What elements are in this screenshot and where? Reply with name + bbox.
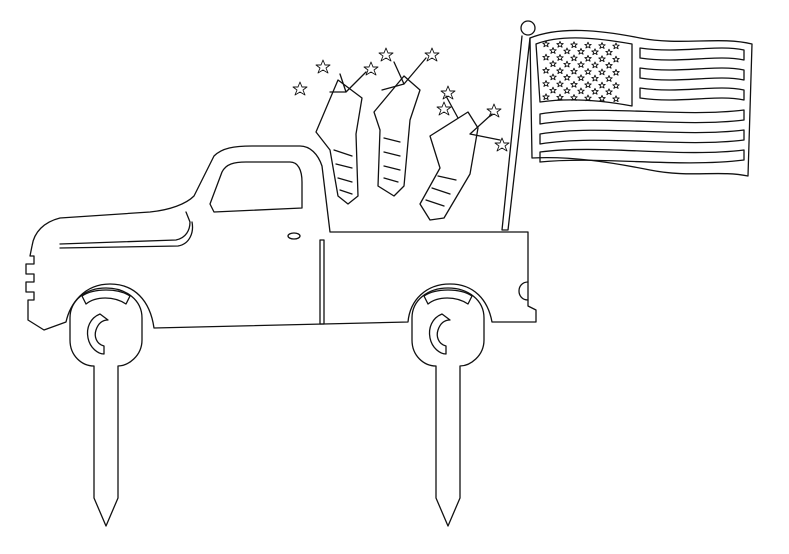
flag-star <box>584 94 592 102</box>
flag-star <box>577 61 585 68</box>
flag-star <box>605 61 613 69</box>
bed-divider-slot <box>319 239 325 325</box>
flag-star <box>542 93 550 101</box>
flag-star <box>612 55 620 63</box>
firework-rocket-right <box>419 95 501 221</box>
tail-light <box>518 281 529 301</box>
flag-star <box>598 68 606 76</box>
flag-star <box>556 80 564 88</box>
flag-star <box>563 87 571 94</box>
flag-star <box>591 74 599 82</box>
flag-star <box>549 73 557 81</box>
flag-star <box>598 94 606 102</box>
flag-star <box>598 81 606 89</box>
flag-star <box>598 42 606 49</box>
flag-star <box>612 68 620 76</box>
flag-star <box>605 48 613 56</box>
flag-star <box>577 74 585 82</box>
flag-star <box>584 54 592 62</box>
front-wheel-stake <box>69 287 143 527</box>
flag-star <box>549 47 557 54</box>
flag-star <box>570 80 578 88</box>
flag-pole <box>501 20 536 231</box>
flag-star <box>563 60 571 68</box>
flag-star <box>542 66 550 74</box>
firework-rocket-left <box>315 71 367 205</box>
flag-star <box>591 61 599 69</box>
flag-star <box>570 54 578 62</box>
american-flag <box>529 29 753 177</box>
flag-star <box>556 93 564 101</box>
hood-trim-line <box>59 211 194 249</box>
flag-star <box>570 67 578 75</box>
flag-star <box>556 40 564 48</box>
flag-star <box>570 41 578 49</box>
flag-star <box>612 95 620 103</box>
truck-window <box>209 161 303 213</box>
flag-star <box>577 47 585 55</box>
flag-star <box>612 42 620 50</box>
flag-star <box>584 41 592 49</box>
flag-star <box>605 88 613 96</box>
flag-star <box>591 87 599 95</box>
door-handle <box>287 232 301 240</box>
flag-star <box>577 87 585 95</box>
firework-rocket-middle <box>373 57 427 197</box>
flag-star <box>542 40 550 48</box>
flag-star <box>563 73 571 81</box>
flag-star <box>570 94 578 101</box>
flag-star <box>563 47 571 55</box>
flag-star <box>549 86 557 94</box>
flag-star <box>584 68 592 75</box>
rear-wheel-stake <box>411 287 485 527</box>
flag-stripes <box>539 47 745 164</box>
truck-body-outline <box>25 145 537 331</box>
flag-star <box>556 54 564 61</box>
flag-star <box>556 67 564 75</box>
flag-star <box>549 60 557 68</box>
flag-star <box>612 82 620 89</box>
flag-star-field <box>542 40 620 103</box>
flag-star <box>542 80 550 87</box>
flag-star <box>584 81 592 89</box>
flag-star <box>605 75 613 82</box>
flag-star <box>598 55 606 63</box>
flag-star <box>591 48 599 56</box>
flag-star <box>542 53 550 61</box>
firework-stars <box>292 47 510 152</box>
